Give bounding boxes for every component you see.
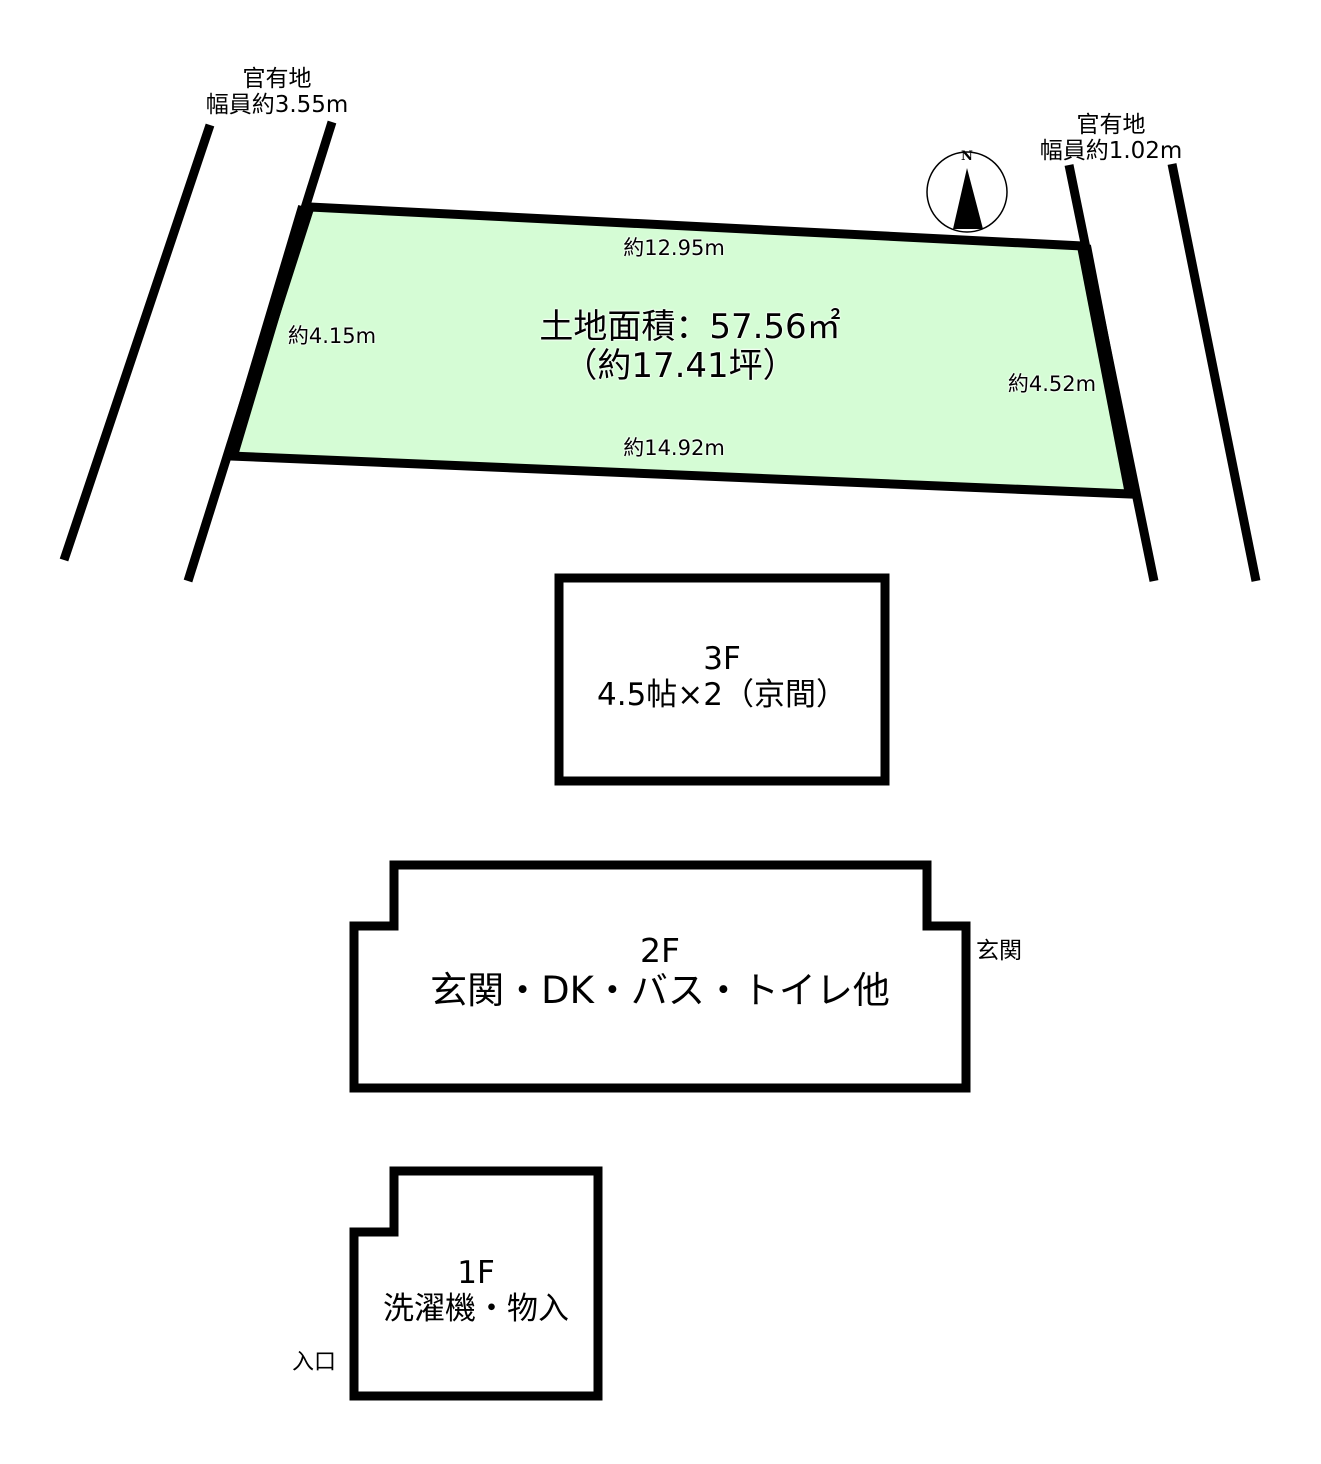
floor-1f-entrance-label: 入口	[292, 1350, 337, 1375]
floor-1f-desc: 洗濯機・物入	[383, 1290, 569, 1327]
left-road-outer-line	[59, 123, 215, 562]
floor-3f-label: 3F 4.5帖×2（京間）	[559, 641, 885, 713]
right-road-type: 官有地	[1076, 112, 1146, 138]
lot-bottom-edge-length: 約14.92m	[623, 436, 725, 460]
lot-area-tsubo: （約17.41坪）	[563, 346, 797, 387]
north-arrow-icon	[926, 151, 1008, 233]
lot-top-edge-length: 約12.95m	[623, 236, 725, 260]
lot-left-boundary	[224, 204, 312, 458]
lot-area-sqm: 土地面積：57.56㎡	[539, 307, 841, 347]
left-road-type: 官有地	[242, 66, 312, 92]
floor-2f-desc: 玄関・DK・バス・トイレ他	[430, 968, 890, 1012]
floor-2f-entrance-label: 玄関	[976, 938, 1022, 964]
lot-area-label: 土地面積：57.56㎡ （約17.41坪）	[490, 307, 890, 386]
floor-3f-desc: 4.5帖×2（京間）	[597, 676, 847, 713]
floor-1f-title: 1F	[457, 1255, 495, 1291]
right-road-width: 幅員約1.02m	[1039, 138, 1183, 165]
floor-1f-label: 1F 洗濯機・物入	[354, 1255, 598, 1327]
floor-3f-title: 3F	[703, 641, 741, 677]
compass-north-letter: N	[961, 149, 973, 164]
floor-3f-outline	[554, 573, 890, 786]
floor-2f-outline	[349, 860, 971, 1093]
lot-left-edge-length: 約4.15m	[287, 324, 377, 348]
floor-1f-outline	[349, 1166, 603, 1401]
right-road-label: 官有地 幅員約1.02m	[1024, 112, 1198, 165]
left-road-label: 官有地 幅員約3.55m	[190, 66, 364, 119]
floor-2f-label: 2F 玄関・DK・バス・トイレ他	[354, 932, 966, 1012]
left-road-width: 幅員約3.55m	[205, 92, 349, 119]
lot-right-edge-length: 約4.52m	[1007, 372, 1097, 396]
right-road-outer-line	[1167, 163, 1261, 582]
lot-right-boundary	[1077, 244, 1139, 496]
floor-2f-title: 2F	[640, 931, 680, 970]
